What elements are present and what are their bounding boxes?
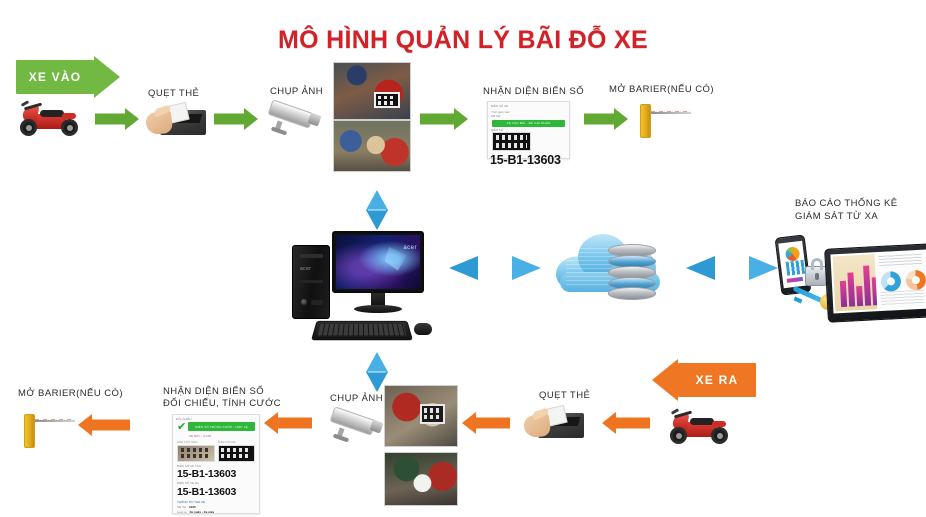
pc-brand-label: acer — [300, 266, 312, 272]
desktop-computer-icon: acer acer — [292, 231, 438, 343]
label-plate-out: BIỂN SỐ XE RA — [177, 481, 200, 485]
panel-status-text: XE VÀO BÃI - ĐÃ GHI NHẬN — [506, 121, 551, 125]
cctv-camera-icon — [265, 99, 322, 136]
exit-step-2-label: CHỤP ẢNH — [330, 393, 384, 404]
exit-plate-out: 15-B1-13603 — [177, 485, 237, 498]
database-stack — [608, 244, 656, 300]
check-icon: ✔ — [177, 420, 187, 433]
compare-status-bar: BIỂN SỐ TRÙNG KHỚP - HỢP LỆ — [188, 422, 255, 431]
double-arrow-horizontal-right — [686, 256, 778, 280]
entry-connector-arrow-2 — [214, 108, 258, 130]
entry-step-1-label: QUẸT THẺ — [148, 88, 200, 99]
entry-step-4-label: MỞ BARIER(NẾU CÓ) — [609, 84, 714, 95]
exit-connector-arrow-2 — [462, 412, 510, 434]
pc-mouse — [414, 323, 432, 335]
padlock-icon — [805, 258, 827, 286]
compare-status-sub: XE MÁY - 4 GIỜ — [189, 433, 212, 438]
exit-photo-rider — [384, 452, 458, 506]
double-arrow-vertical-bottom — [366, 352, 388, 392]
barrier-gate-icon-exit — [24, 412, 80, 448]
motorbike-in-icon — [18, 100, 80, 136]
label-plate-in: BIỂN SỐ XE VÀO — [177, 463, 202, 468]
panel-line-1: Thời gian vào: — [491, 109, 511, 114]
cloud-database-icon — [556, 222, 668, 304]
reporting-label-line-2: GIÁM SÁT TỪ XA — [795, 211, 879, 222]
entry-connector-arrow-3 — [420, 108, 470, 130]
panel-status-bar: XE VÀO BÃI - ĐÃ GHI NHẬN — [492, 119, 565, 127]
double-arrow-horizontal-left — [449, 256, 541, 280]
exit-photo-plate — [384, 385, 458, 447]
exit-connector-arrow-4 — [78, 414, 130, 436]
exit-plate-in: 15-B1-13603 — [177, 468, 237, 480]
barrier-gate-icon-entry — [640, 104, 696, 138]
tablet-icon — [824, 243, 926, 323]
panel-line-2: Mã thẻ: — [491, 114, 502, 118]
card-reader-icon — [144, 101, 206, 136]
fee-row-0-key: Mã thẻ: — [177, 505, 188, 509]
exit-banner-label: XE RA — [678, 363, 756, 397]
page-title: MÔ HÌNH QUẢN LÝ BÃI ĐỖ XE — [277, 26, 648, 54]
fee-header: THÔNG TIN THẺ XE — [177, 499, 206, 504]
exit-step-3-label-line-2: ĐỐI CHIẾU, TÍNH CƯỚC — [163, 398, 281, 409]
entry-photo-rider — [333, 120, 411, 172]
entry-photo-plate — [333, 62, 411, 120]
fee-row-1-value: Xe ngày - Xe máy — [189, 510, 215, 514]
cctv-camera-icon-exit — [327, 406, 384, 443]
exit-connector-arrow-1 — [602, 412, 650, 434]
entry-banner-arrowhead — [94, 56, 120, 98]
exit-connector-arrow-3 — [264, 412, 312, 434]
pc-keyboard — [311, 320, 413, 341]
reporting-label-line-1: BÁO CÁO THỐNG KÊ — [795, 198, 898, 209]
exit-step-1-label: QUẸT THẺ — [539, 390, 591, 401]
entry-step-2-label: CHỤP ẢNH — [270, 86, 324, 97]
pc-monitor: acer — [332, 231, 424, 293]
entry-plate-number: 15-B1-13603 — [490, 153, 561, 167]
panel-plate-caption: BIỂN SỐ — [491, 127, 504, 132]
caption-in: ẢNH LÚC VÀO — [177, 440, 198, 444]
caption-out: ẢNH LÚC RA — [217, 440, 236, 444]
exit-banner-arrowhead — [652, 359, 678, 401]
fee-row-0-value: 1025 — [189, 505, 196, 509]
compare-header: ĐỐI CHIẾU — [176, 417, 192, 421]
plate-image-out — [217, 444, 255, 462]
compare-status-text: BIỂN SỐ TRÙNG KHỚP - HỢP LỆ — [195, 424, 248, 429]
plate-compare-panel: ĐỐI CHIẾU ✔ BIỂN SỐ TRÙNG KHỚP - HỢP LỆ … — [172, 414, 260, 514]
pc-tower: acer — [292, 245, 330, 319]
plate-image-in — [177, 444, 215, 462]
plate-recognition-panel: BIỂN SỐ XE Thời gian vào: Mã thẻ: XE VÀO… — [487, 101, 570, 159]
entry-connector-arrow-4 — [584, 108, 628, 130]
entry-step-3-label: NHẬN DIỆN BIỂN SỐ — [483, 86, 585, 97]
reporting-devices-icon — [774, 222, 926, 326]
exit-step-3-label-line-1: NHẬN DIỆN BIỂN SỐ — [163, 386, 265, 397]
panel-plate-image — [492, 132, 531, 151]
motorbike-out-icon — [668, 408, 730, 444]
double-arrow-vertical-top — [366, 190, 388, 230]
monitor-brand-label: acer — [403, 245, 417, 251]
exit-step-4-label: MỞ BARIER(NẾU CÓ) — [18, 388, 123, 399]
card-reader-icon-exit — [522, 404, 584, 439]
fee-row-1-key: Loại xe: — [177, 510, 188, 514]
panel-header: BIỂN SỐ XE — [491, 104, 509, 108]
entry-banner-label: XE VÀO — [16, 60, 94, 94]
entry-connector-arrow-1 — [95, 108, 139, 130]
